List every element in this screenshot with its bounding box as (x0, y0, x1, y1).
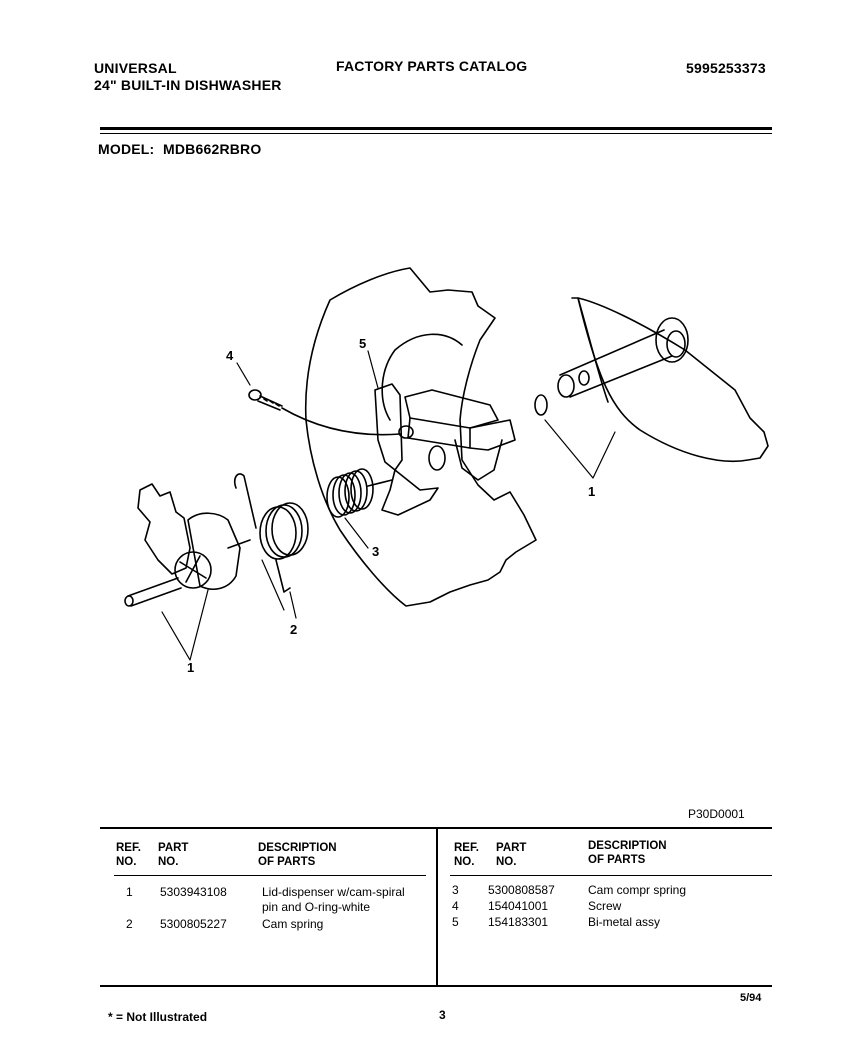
model-label: MODEL: (98, 141, 155, 157)
spiral-pin (127, 577, 182, 607)
header-ref-left: REF. NO. (116, 842, 141, 868)
product-subtitle: 24" BUILT-IN DISHWASHER (94, 77, 282, 93)
row2-part: 5300805227 (160, 917, 227, 931)
callout-4: 4 (226, 348, 234, 363)
parts-table: REF. NO. PART NO. DESCRIPTION OF PARTS R… (100, 827, 772, 987)
catalog-number: 5995253373 (686, 60, 766, 76)
row4-ref: 4 (452, 899, 459, 913)
catalog-title: FACTORY PARTS CATALOG (336, 58, 528, 74)
row3-ref: 3 (452, 883, 459, 897)
callout-3: 3 (372, 544, 380, 559)
cam-compression-spring (326, 468, 374, 518)
revision-date: 5/94 (740, 992, 762, 1004)
screw-head (248, 389, 262, 401)
header-rule-thin (100, 133, 772, 134)
lid-shaft (559, 329, 673, 398)
row3-part: 5300808587 (488, 883, 555, 897)
housing-plate (304, 267, 537, 607)
callout-1-left: 1 (187, 660, 195, 675)
header-desc-right: DESCRIPTION OF PARTS (588, 840, 667, 866)
callout-2: 2 (290, 622, 298, 637)
not-illustrated-note: * = Not Illustrated (108, 1010, 208, 1024)
header-desc-left: DESCRIPTION OF PARTS (258, 842, 337, 868)
table-column-separator (436, 829, 438, 985)
header-part-right: PART NO. (496, 842, 527, 868)
lid-disc (577, 297, 769, 463)
row2-desc: Cam spring (262, 917, 324, 931)
row1-part: 5303943108 (160, 885, 227, 899)
callout-1-right: 1 (588, 484, 596, 499)
cam-lever (137, 483, 191, 575)
o-ring (534, 394, 548, 416)
bimetal-assembly (374, 383, 403, 471)
row4-part: 154041001 (488, 899, 549, 913)
header-underline-right (450, 875, 772, 876)
brand-name: UNIVERSAL (94, 60, 177, 76)
page-number: 3 (439, 1008, 446, 1022)
callout-5: 5 (359, 336, 367, 351)
row3-desc: Cam compr spring (588, 883, 687, 897)
row2-ref: 2 (126, 917, 133, 931)
row5-ref: 5 (452, 915, 459, 929)
housing-inner-ring (381, 333, 463, 421)
row1-ref: 1 (126, 885, 133, 899)
row4-desc: Screw (588, 899, 622, 913)
row5-desc: Bi-metal assy (588, 915, 661, 929)
header-underline-left (114, 875, 426, 876)
row5-part: 154183301 (488, 915, 549, 929)
screw-shaft (257, 395, 283, 411)
row1-desc: Lid-dispenser w/cam-spiral pin and O-rin… (262, 885, 405, 914)
header-rule-thick (100, 127, 772, 130)
header-part-left: PART NO. (158, 842, 189, 868)
cam-torsion-spring (233, 473, 309, 593)
header-ref-right: REF. NO. (454, 842, 479, 868)
figure-code: P30D0001 (688, 807, 745, 821)
model-value: MDB662RBRO (163, 141, 262, 157)
